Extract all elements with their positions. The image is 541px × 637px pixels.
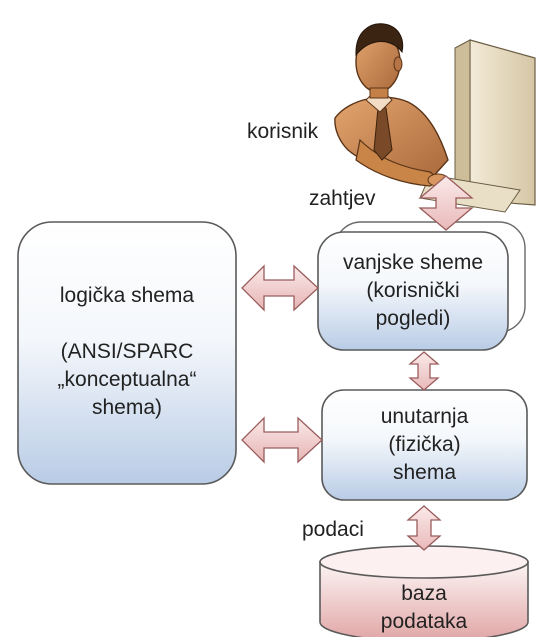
database-text: baza podataka [320,580,528,636]
data-label: podaci [302,518,364,541]
data-arrow [406,505,442,551]
database-line-2: podataka [380,610,468,633]
request-arrow [418,175,474,231]
external-schemas-line-2: (korisnički [366,279,460,302]
logical-internal-arrow [241,416,323,464]
user-label: korisnik [247,120,319,143]
external-schemas-box [317,231,509,351]
external-internal-arrow [408,351,440,391]
database-line-1: baza [401,582,447,605]
logical-schema-title: logička shema [59,284,195,307]
logical-schema-subtitle-line-1: (ANSI/SPARC [60,340,194,363]
logical-external-arrow [241,264,319,312]
database-cylinder-icon [319,545,529,637]
person-at-computer-icon [334,23,536,213]
external-schemas-text: vanjske sheme (korisnički pogledi) [318,249,508,333]
logical-schema-subtitle-line-2: „konceptualna“ [57,368,197,391]
external-schemas-line-1: vanjske sheme [342,251,484,274]
internal-schema-line-3: shema [392,461,457,484]
internal-schema-line-2: (fizička) [388,433,461,456]
logical-schema-subtitle-line-3: shema) [91,396,163,419]
logical-schema-text: logička shema (ANSI/SPARC „konceptualna“… [18,282,236,422]
internal-schema-line-1: unutarnja [380,405,469,428]
logical-schema-box [17,221,237,485]
external-schemas-line-3: pogledi) [375,307,451,330]
internal-schema-text: unutarnja (fizička) shema [322,403,527,487]
request-label: zahtjev [309,187,376,210]
